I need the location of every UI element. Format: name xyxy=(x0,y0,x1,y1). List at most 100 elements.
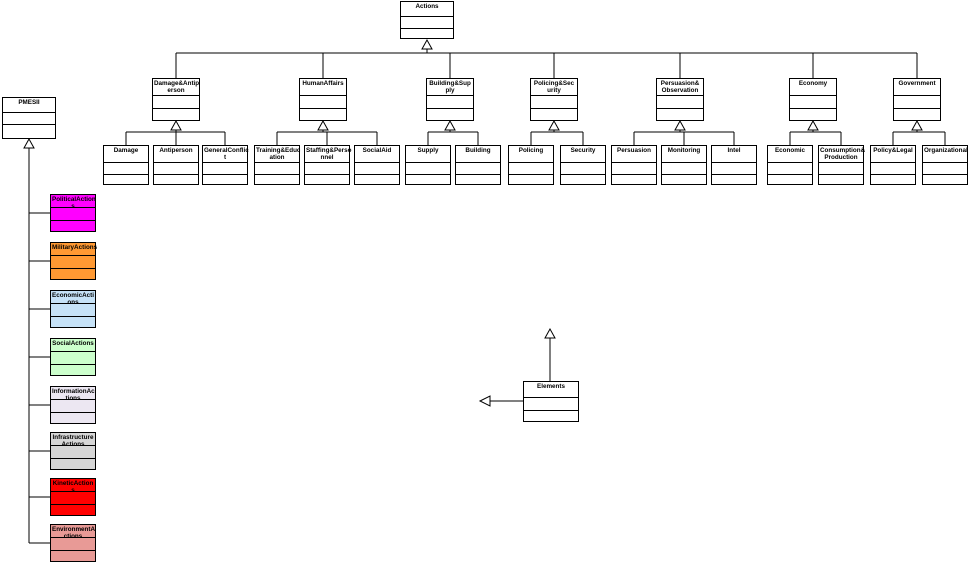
class-pmesii-action[interactable]: EconomicActi ons xyxy=(50,290,96,328)
compartment-divider xyxy=(300,108,346,109)
compartment-divider xyxy=(305,174,349,175)
class-action-type[interactable]: Security xyxy=(560,145,606,185)
class-action-type[interactable]: Policing xyxy=(508,145,554,185)
class-name: Training&Educ ation xyxy=(256,147,301,161)
class-action-type[interactable]: Organizational xyxy=(922,145,968,185)
class-pmesii-action[interactable]: SocialActions xyxy=(50,338,96,376)
class-action-type[interactable]: Intel xyxy=(711,145,757,185)
compartment-divider xyxy=(406,162,450,163)
compartment-divider xyxy=(51,268,95,269)
class-pmesii[interactable]: PMESII xyxy=(2,97,56,139)
class-name: GeneralConflic t xyxy=(204,147,249,161)
class-pmesii-action[interactable]: Infrastructure Actions xyxy=(50,432,96,470)
compartment-divider xyxy=(768,162,812,163)
compartment-divider xyxy=(104,174,148,175)
class-pmesii-action[interactable]: EnvironmentA ctions xyxy=(50,524,96,562)
compartment-divider xyxy=(561,174,605,175)
class-elements[interactable]: Elements xyxy=(523,381,579,422)
compartment-divider xyxy=(531,95,577,96)
class-name: InformationAc tions xyxy=(52,388,95,402)
class-action-type[interactable]: Economic xyxy=(767,145,813,185)
class-category[interactable]: Persuasion& Observation xyxy=(656,78,704,121)
compartment-divider xyxy=(524,410,578,411)
inheritance-arrow-icon xyxy=(478,395,491,407)
class-category[interactable]: Damage&Antip erson xyxy=(152,78,200,121)
compartment-divider xyxy=(51,207,95,208)
inheritance-arrow-icon xyxy=(23,137,35,149)
compartment-divider xyxy=(154,162,198,163)
compartment-divider xyxy=(355,162,399,163)
compartment-divider xyxy=(401,28,453,29)
class-name: Elements xyxy=(537,383,565,390)
class-name: EconomicActi ons xyxy=(52,292,94,306)
class-name: KineticAction s xyxy=(52,480,94,494)
inheritance-arrow-icon xyxy=(317,119,329,131)
compartment-divider xyxy=(612,162,656,163)
compartment-divider xyxy=(51,537,95,538)
class-name: Security xyxy=(570,147,596,154)
class-action-type[interactable]: Monitoring xyxy=(661,145,707,185)
class-action-type[interactable]: Policy&Legal xyxy=(870,145,916,185)
class-name: HumanAffairs xyxy=(302,80,344,87)
compartment-divider xyxy=(509,162,553,163)
class-actions[interactable]: Actions xyxy=(400,1,454,39)
compartment-divider xyxy=(51,399,95,400)
class-action-type[interactable]: Antiperson xyxy=(153,145,199,185)
class-name: Infrastructure Actions xyxy=(52,434,94,448)
class-name: Actions xyxy=(415,3,439,10)
compartment-divider xyxy=(657,95,703,96)
class-name: Damage&Antip erson xyxy=(154,80,200,94)
compartment-divider xyxy=(51,316,95,317)
inheritance-arrow-icon xyxy=(421,38,433,50)
class-name: Policing xyxy=(518,147,544,154)
class-action-type[interactable]: Staffing&Perso nnel xyxy=(304,145,351,185)
compartment-divider xyxy=(427,95,473,96)
compartment-divider xyxy=(51,303,95,304)
class-action-type[interactable]: Consumption& Production xyxy=(818,145,865,185)
class-action-type[interactable]: GeneralConflic t xyxy=(202,145,249,185)
compartment-divider xyxy=(51,491,95,492)
compartment-divider xyxy=(305,162,349,163)
compartment-divider xyxy=(790,108,836,109)
class-action-type[interactable]: Persuasion xyxy=(611,145,657,185)
class-action-type[interactable]: Supply xyxy=(405,145,451,185)
class-category[interactable]: Building&Sup ply xyxy=(426,78,474,121)
compartment-divider xyxy=(104,162,148,163)
class-name: Damage xyxy=(113,147,139,154)
class-action-type[interactable]: Training&Educ ation xyxy=(254,145,300,185)
compartment-divider xyxy=(153,95,199,96)
compartment-divider xyxy=(524,397,578,398)
class-name: Intel xyxy=(727,147,741,154)
compartment-divider xyxy=(427,108,473,109)
inheritance-arrow-icon xyxy=(544,327,556,339)
compartment-divider xyxy=(612,174,656,175)
class-action-type[interactable]: Building xyxy=(455,145,501,185)
class-category[interactable]: Policing&Sec urity xyxy=(530,78,578,121)
class-pmesii-action[interactable]: MilitaryActions xyxy=(50,242,97,280)
class-action-type[interactable]: SocialAid xyxy=(354,145,400,185)
compartment-divider xyxy=(300,95,346,96)
compartment-divider xyxy=(153,108,199,109)
class-pmesii-action[interactable]: PoliticalAction s xyxy=(50,194,96,232)
class-name: EnvironmentA ctions xyxy=(52,526,96,540)
compartment-divider xyxy=(871,162,915,163)
class-pmesii-action[interactable]: KineticAction s xyxy=(50,478,96,516)
class-name: SocialActions xyxy=(52,340,94,347)
class-category[interactable]: Economy xyxy=(789,78,837,121)
compartment-divider xyxy=(768,174,812,175)
class-name: Government xyxy=(898,80,936,87)
compartment-divider xyxy=(456,162,500,163)
class-name: Antiperson xyxy=(159,147,193,154)
class-category[interactable]: HumanAffairs xyxy=(299,78,347,121)
compartment-divider xyxy=(51,445,95,446)
compartment-divider xyxy=(51,412,95,413)
class-pmesii-action[interactable]: InformationAc tions xyxy=(50,386,96,424)
compartment-divider xyxy=(894,95,940,96)
class-category[interactable]: Government xyxy=(893,78,941,121)
class-name: Economic xyxy=(774,147,806,154)
class-action-type[interactable]: Damage xyxy=(103,145,149,185)
class-name: Building xyxy=(465,147,491,154)
compartment-divider xyxy=(51,220,95,221)
compartment-divider xyxy=(51,255,95,256)
compartment-divider xyxy=(923,162,967,163)
